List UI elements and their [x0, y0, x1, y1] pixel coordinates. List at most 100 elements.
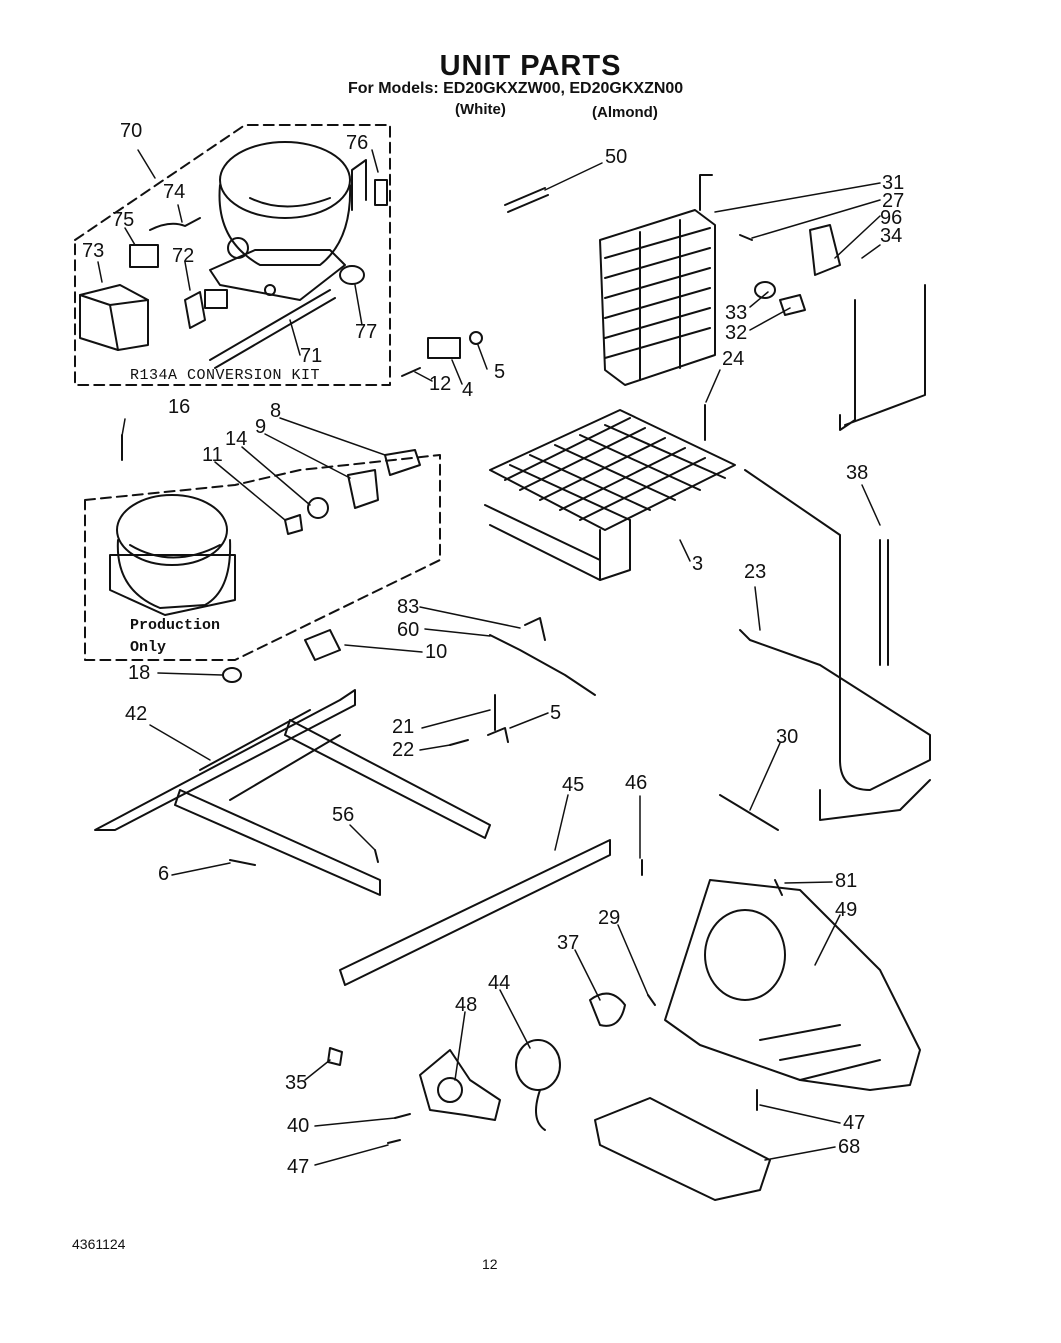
part-76: [374, 179, 388, 206]
part-33: [754, 281, 776, 299]
evaporator-coil: [599, 174, 716, 386]
callout-12: 12: [429, 373, 452, 395]
part-9: [347, 469, 379, 509]
page-title: UNIT PARTS: [439, 50, 622, 82]
callout-60: 60: [397, 619, 420, 641]
callout-21: 21: [392, 716, 415, 738]
callout-49: 49: [835, 899, 858, 921]
part-75: [129, 244, 159, 268]
callout-4: 4: [462, 379, 474, 401]
part-27: [739, 234, 753, 241]
callout-50: 50: [605, 146, 628, 168]
callout-75: 75: [112, 209, 135, 231]
callout-29: 29: [598, 907, 621, 929]
callout-35: 35: [285, 1072, 308, 1094]
callout-31: 31: [882, 172, 905, 194]
part-50: [504, 187, 549, 213]
part-35: [327, 1047, 343, 1066]
part-74: [149, 217, 201, 231]
callout-77: 77: [355, 321, 378, 343]
condenser: [484, 409, 736, 581]
part-72: [184, 291, 206, 329]
callout-47a: 47: [287, 1156, 310, 1178]
part-29: [647, 994, 656, 1006]
part-40: [394, 1113, 411, 1119]
part-83: [524, 617, 546, 641]
leader-lines: [97, 149, 881, 1166]
production-only-label: Production Only: [130, 615, 220, 659]
callout-11: 11: [202, 444, 223, 466]
callout-71: 71: [300, 345, 323, 367]
callout-16: 16: [168, 396, 191, 418]
page-number: 12: [482, 1256, 498, 1272]
callout-8: 8: [270, 400, 282, 422]
callout-24: 24: [722, 348, 745, 370]
callout-44: 44: [488, 972, 511, 994]
part-5a: [469, 331, 483, 345]
housing-49: [664, 879, 921, 1091]
part-37: [589, 992, 626, 1027]
color-white-label: (White): [455, 101, 506, 118]
part-60: [489, 634, 596, 696]
part-72b: [204, 289, 228, 309]
callout-68: 68: [838, 1136, 861, 1158]
callout-3: 3: [692, 553, 704, 575]
callout-14: 14: [225, 428, 248, 450]
part-77: [339, 265, 365, 285]
document-number: 4361124: [72, 1236, 126, 1252]
callout-76: 76: [346, 132, 369, 154]
callout-10: 10: [425, 641, 448, 663]
part-32: [779, 294, 806, 316]
callout-9: 9: [255, 416, 267, 438]
callout-27: 27: [882, 190, 905, 212]
part-23: [739, 469, 931, 791]
part-22: [449, 739, 469, 746]
part-44: [515, 1039, 561, 1091]
frame-42: [94, 689, 491, 896]
production-compressor: [109, 494, 236, 616]
callout-47b: 47: [843, 1112, 866, 1134]
part-8: [384, 449, 421, 476]
callout-46: 46: [625, 772, 648, 794]
callout-34: 34: [880, 225, 903, 247]
part-38: [879, 539, 889, 666]
callout-73: 73: [82, 240, 105, 262]
part-45: [339, 839, 611, 986]
part-48: [419, 1049, 501, 1121]
part-56: [374, 849, 379, 863]
part-71: [209, 289, 336, 369]
part-11: [284, 514, 303, 535]
part-5b: [487, 727, 509, 743]
production-label-line1: Production: [130, 617, 221, 634]
callout-5b: 5: [550, 702, 562, 724]
callout-30: 30: [776, 726, 799, 748]
callout-38: 38: [846, 462, 869, 484]
callout-6: 6: [158, 863, 170, 885]
part-23b: [819, 779, 931, 821]
part-14: [307, 497, 329, 519]
callout-18: 18: [128, 662, 151, 684]
part-4: [427, 337, 461, 359]
callout-32: 32: [725, 322, 748, 344]
production-label-line2: Only: [130, 639, 167, 656]
color-almond-label: (Almond): [592, 104, 658, 121]
kit-tube-76: [351, 159, 367, 211]
callout-37: 37: [557, 932, 580, 954]
kit-compressor: [209, 141, 352, 301]
callout-96: 96: [880, 207, 903, 229]
part-81: [774, 879, 783, 896]
callout-70: 70: [120, 120, 143, 142]
part-47a: [387, 1139, 401, 1144]
part-44-wire: [535, 1089, 546, 1131]
part-30: [719, 794, 779, 831]
callout-5a: 5: [494, 361, 506, 383]
part-34: [839, 284, 926, 431]
part-68: [594, 1097, 771, 1201]
part-73: [79, 284, 149, 351]
callout-22: 22: [392, 739, 415, 761]
part-10: [304, 629, 341, 661]
callout-40: 40: [287, 1115, 310, 1137]
part-12: [401, 367, 421, 377]
callout-81: 81: [835, 870, 858, 892]
